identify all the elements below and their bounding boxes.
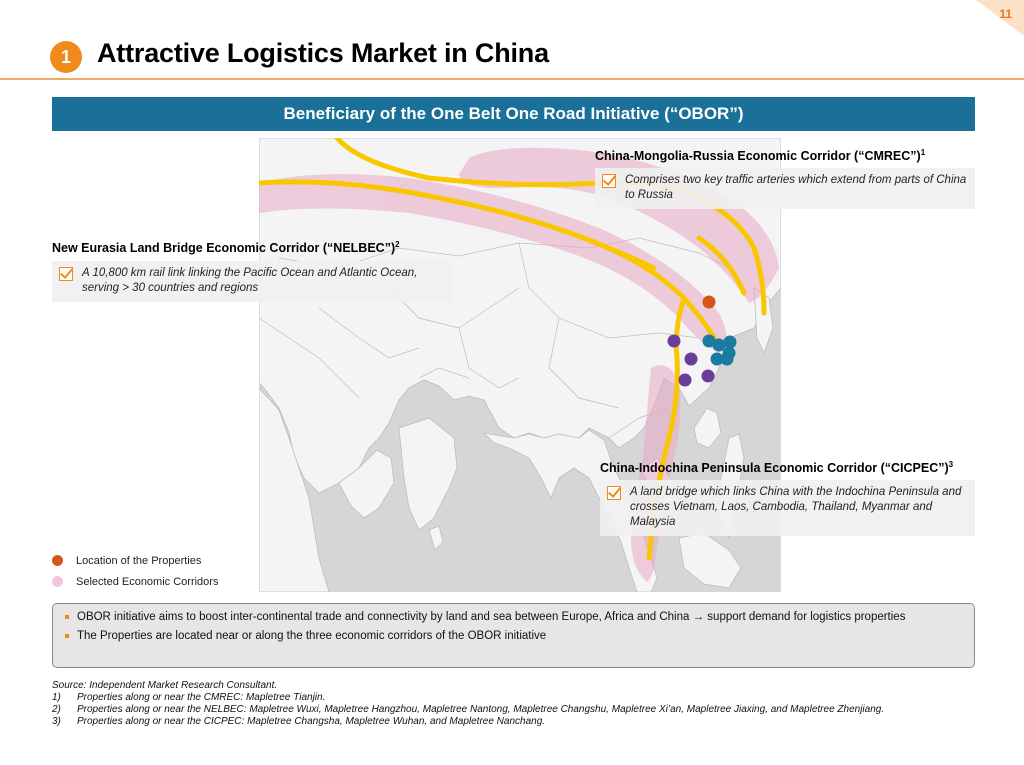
footnote-text: Properties along or near the CICPEC: Map…: [77, 716, 546, 727]
callout-nelbec-text: A 10,800 km rail link linking the Pacifi…: [82, 267, 418, 295]
checkbox-icon: [607, 486, 621, 501]
properties-dot-icon: [52, 555, 63, 566]
marker-cicpec: [701, 369, 715, 383]
section-number-badge: 1: [50, 41, 82, 73]
marker-nelbec: [712, 338, 726, 352]
callout-nelbec-title: New Eurasia Land Bridge Economic Corrido…: [52, 240, 400, 256]
marker-nelbec: [710, 352, 724, 366]
checkbox-icon: [59, 267, 73, 282]
callout-nelbec: New Eurasia Land Bridge Economic Corrido…: [52, 240, 452, 303]
section-banner: Beneficiary of the One Belt One Road Ini…: [52, 97, 975, 131]
page-title: Attractive Logistics Market in China: [97, 38, 549, 68]
summary-item: OBOR initiative aims to boost inter-cont…: [63, 610, 962, 624]
marker-cicpec: [678, 373, 692, 387]
property-markers: [667, 295, 737, 387]
marker-nelbec: [720, 352, 734, 366]
callout-cmrec: China-Mongolia-Russia Economic Corridor …: [595, 148, 975, 210]
callout-cicpec-title: China-Indochina Peninsula Economic Corri…: [600, 460, 954, 476]
map-legend: Location of the Properties Selected Econ…: [52, 550, 218, 592]
legend-item-corridors: Selected Economic Corridors: [52, 571, 218, 592]
summary-item: The Properties are located near or along…: [63, 629, 962, 643]
footnote-row: 2) Properties along or near the NELBEC: …: [52, 704, 952, 716]
callout-cmrec-text: Comprises two key traffic arteries which…: [625, 174, 967, 202]
footnote-number: 3): [52, 716, 61, 727]
title-divider: [0, 78, 1024, 80]
marker-nelbec: [723, 335, 737, 349]
marker-nelbec: [702, 334, 716, 348]
legend-label-corridors: Selected Economic Corridors: [76, 575, 219, 588]
footnote-row: 1) Properties along or near the CMREC: M…: [52, 692, 952, 704]
obor-map: [259, 138, 781, 592]
footnote-text: Properties along or near the CMREC: Mapl…: [77, 692, 326, 703]
map-graphic: [259, 138, 781, 592]
page-number: 11: [999, 7, 1012, 21]
callout-cicpec-box: A land bridge which links China with the…: [600, 480, 975, 537]
legend-item-properties: Location of the Properties: [52, 550, 218, 571]
callout-cicpec-text: A land bridge which links China with the…: [630, 486, 962, 529]
callout-cicpec: China-Indochina Peninsula Economic Corri…: [600, 460, 975, 537]
marker-cicpec: [684, 352, 698, 366]
summary-box: OBOR initiative aims to boost inter-cont…: [52, 603, 975, 668]
marker-cicpec: [667, 334, 681, 348]
footnote-row: 3) Properties along or near the CICPEC: …: [52, 716, 952, 728]
footnote-number: 2): [52, 704, 61, 715]
corridor-dot-icon: [52, 576, 63, 587]
footnote-text: Properties along or near the NELBEC: Map…: [77, 704, 885, 715]
callout-cmrec-box: Comprises two key traffic arteries which…: [595, 168, 975, 210]
footnote-number: 1): [52, 692, 61, 703]
legend-label-properties: Location of the Properties: [76, 554, 202, 567]
marker-cmrec: [702, 295, 716, 309]
callout-nelbec-box: A 10,800 km rail link linking the Pacifi…: [52, 261, 452, 303]
callout-cmrec-title: China-Mongolia-Russia Economic Corridor …: [595, 148, 926, 164]
checkbox-icon: [602, 174, 616, 189]
footnotes: Source: Independent Market Research Cons…: [52, 680, 952, 728]
footnote-source: Source: Independent Market Research Cons…: [52, 680, 278, 691]
